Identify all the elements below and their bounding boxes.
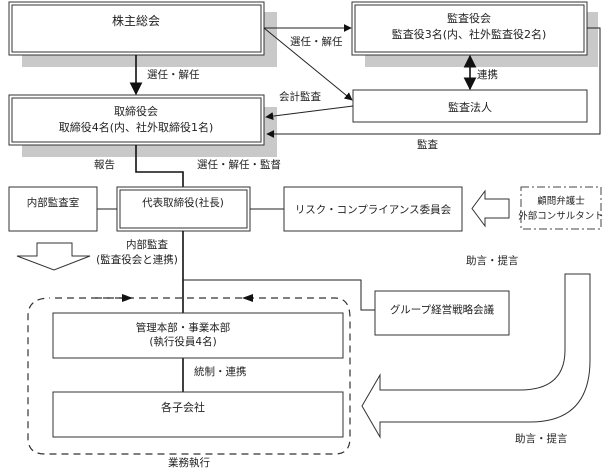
edge-shareholders-to-auditing-firm bbox=[263, 27, 353, 101]
edge-accounting-audit bbox=[265, 105, 354, 121]
board-members: 取締役4名(内、社外取締役1名) bbox=[59, 120, 214, 134]
node-audit-board: 監査役会 監査役3名(内、社外監査役2名) bbox=[351, 1, 598, 67]
node-board-of-directors: 取締役会 取締役4名(内、社外取締役1名) bbox=[8, 94, 277, 157]
label-report: 報告 bbox=[94, 158, 115, 171]
node-subsidiaries: 各子会社 bbox=[52, 391, 344, 438]
node-auditing-firm: 監査法人 bbox=[352, 89, 588, 123]
node-divisions: 管理本部・事業本部 (執行役員4名) bbox=[52, 312, 344, 359]
label-internal-audit: 内部監査 bbox=[126, 238, 168, 251]
label-advice-upper: 助言・提言 bbox=[466, 254, 519, 267]
audit-board-members: 監査役3名(内、社外監査役2名) bbox=[392, 27, 547, 41]
advisors-line1: 顧問弁護士 bbox=[537, 195, 585, 207]
node-advisors: 顧問弁護士 bbox=[520, 186, 602, 230]
edge-board-to-president bbox=[135, 145, 184, 187]
divisions-line2: (執行役員4名) bbox=[149, 335, 216, 348]
divisions-line1: 管理本部・事業本部 bbox=[136, 321, 231, 334]
label-elect-dismiss-supervise: 選任・解任・監督 bbox=[197, 158, 281, 171]
label-execution: 業務執行 bbox=[168, 456, 210, 469]
audit-board-title: 監査役会 bbox=[447, 11, 491, 25]
shareholders-label: 株主総会 bbox=[112, 13, 160, 28]
president-label: 代表取締役(社長) bbox=[142, 196, 224, 209]
auditing-firm-label: 監査法人 bbox=[448, 100, 492, 114]
node-shareholders-meeting: 株主総会 bbox=[8, 1, 277, 67]
label-audit: 監査 bbox=[417, 138, 438, 151]
edge-audit bbox=[266, 27, 601, 138]
label-elect-dismiss-board: 選任・解任 bbox=[147, 68, 200, 81]
node-president: 代表取締役(社長) bbox=[116, 186, 251, 232]
internal-audit-label: 内部監査室 bbox=[27, 196, 80, 209]
group-meeting-label: グループ経営戦略会議 bbox=[390, 303, 495, 316]
advice-arrow-to-risk-committee bbox=[471, 189, 510, 228]
board-title: 取締役会 bbox=[114, 104, 158, 118]
risk-committee-label: リスク・コンプライアンス委員会 bbox=[295, 203, 452, 216]
node-group-strategy-meeting: グループ経営戦略会議 bbox=[374, 290, 510, 336]
node-internal-audit-office: 内部監査室 bbox=[8, 186, 98, 232]
advisors-line2: 外部コンサルタント bbox=[518, 210, 604, 222]
label-control-cooperation: 統制・連携 bbox=[194, 365, 247, 378]
label-internal-audit-note: (監査役会と連携) bbox=[96, 253, 178, 266]
label-cooperation: 連携 bbox=[477, 68, 498, 81]
node-risk-compliance-committee: リスク・コンプライアンス委員会 bbox=[283, 186, 463, 232]
subsidiaries-label: 各子会社 bbox=[161, 400, 205, 414]
dash-arrow-right-head bbox=[242, 294, 253, 302]
label-accounting-audit: 会計監査 bbox=[279, 90, 321, 103]
label-advice-lower: 助言・提言 bbox=[515, 432, 568, 445]
edge-president-to-group-meeting bbox=[183, 279, 375, 311]
internal-audit-down-arrow bbox=[16, 242, 91, 271]
label-elect-dismiss-audit: 選任・解任 bbox=[290, 35, 343, 48]
dash-arrow-left-head bbox=[122, 294, 133, 302]
advice-curved-arrow bbox=[361, 273, 591, 439]
